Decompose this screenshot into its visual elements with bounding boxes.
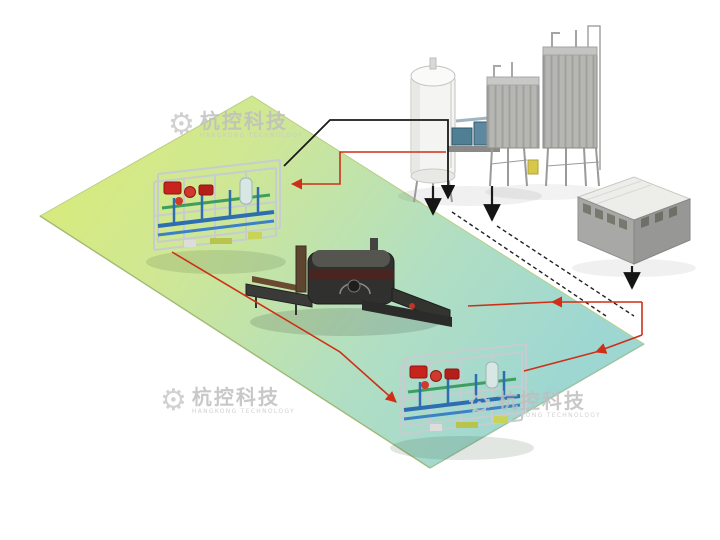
dashed-pipe-lines <box>451 211 635 317</box>
red-pipe-lines <box>171 151 643 403</box>
utility-building <box>576 176 692 265</box>
black-pipe-lines <box>283 119 641 290</box>
main-machine <box>245 238 452 327</box>
storage-tank <box>410 57 456 204</box>
silo-group <box>486 25 601 187</box>
